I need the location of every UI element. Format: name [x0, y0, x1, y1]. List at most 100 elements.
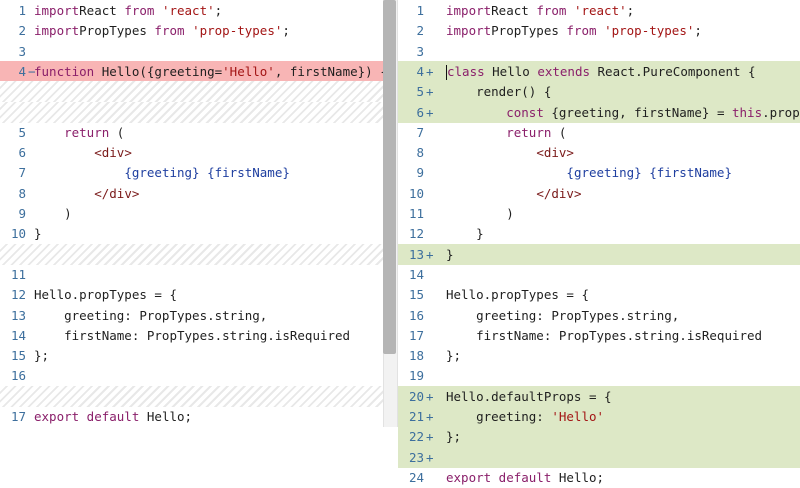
code-token: 'prop-types'	[604, 23, 695, 39]
code-line: 7 return (	[398, 122, 800, 143]
code-line: 14	[398, 264, 800, 285]
code-text: importReact from 'react';	[446, 0, 634, 21]
line-number: 22	[408, 429, 424, 445]
code-token	[446, 105, 506, 120]
code-text: render() {	[446, 81, 551, 102]
code-token: firstName: PropTypes.string.isRequired	[34, 327, 351, 343]
line-number: 16	[10, 368, 26, 384]
text-cursor	[446, 64, 447, 80]
line-number: 9	[18, 206, 26, 221]
code-text: greeting: PropTypes.string,	[34, 305, 267, 326]
code-line: 4+class Hello extends React.PureComponen…	[398, 60, 800, 82]
code-text: <div>	[34, 142, 132, 163]
line-number: 3	[18, 43, 26, 59]
line-number: 24	[408, 469, 424, 485]
code-token: render() {	[446, 84, 552, 100]
code-token: };	[446, 348, 462, 364]
line-number: 10	[10, 226, 26, 242]
code-token: greeting: PropTypes.string,	[34, 307, 268, 323]
code-text: greeting: PropTypes.string,	[446, 305, 679, 326]
code-text: class Hello extends React.PureComponent …	[446, 61, 756, 82]
code-token	[446, 145, 536, 160]
line-number: 18	[408, 348, 424, 364]
diff-placeholder-row	[0, 81, 383, 103]
line-number: 4	[18, 63, 26, 79]
code-text: }	[446, 244, 454, 265]
code-token: const	[506, 104, 552, 120]
code-line: 19	[398, 365, 800, 386]
line-number: 7	[18, 165, 26, 181]
line-number: 8	[18, 185, 26, 201]
code-token	[34, 186, 94, 201]
code-token: PropTypes	[491, 23, 567, 39]
line-number: 2	[416, 23, 424, 39]
code-line: 11	[0, 264, 383, 285]
code-token: import	[446, 3, 492, 18]
code-text: const {greeting, firstName} = this.props…	[446, 102, 800, 123]
line-number: 15	[408, 287, 424, 303]
line-number: 23	[408, 449, 424, 465]
code-token: PropTypes	[79, 23, 155, 39]
code-token: Hello.propTypes = {	[34, 287, 177, 303]
code-text: importPropTypes from 'prop-types';	[34, 20, 290, 41]
code-line: 15 Hello.propTypes = {	[398, 284, 800, 305]
code-token: import	[34, 23, 80, 39]
code-text: importPropTypes from 'prop-types';	[446, 20, 702, 41]
code-line: 8 <div>	[398, 142, 800, 163]
code-line: 6+ const {greeting, firstName} = this.pr…	[398, 101, 800, 123]
code-token: from	[154, 23, 193, 39]
code-token: };	[34, 348, 50, 364]
added-line-marker: +	[426, 84, 434, 100]
line-number: 8	[416, 145, 424, 161]
code-token: ;	[626, 3, 635, 18]
line-number: 19	[408, 368, 424, 384]
code-token: <div>	[94, 145, 132, 161]
code-line: 5+ render() {	[398, 81, 800, 103]
line-number: 11	[10, 266, 26, 282]
code-line: 21+ greeting: 'Hello'	[398, 406, 800, 427]
diff-placeholder-row	[0, 243, 383, 265]
code-token: 'prop-types'	[192, 23, 283, 39]
code-text: }	[446, 223, 484, 244]
code-token: ;	[214, 3, 223, 18]
code-token: extends	[537, 63, 598, 79]
vertical-scrollbar[interactable]	[383, 0, 396, 354]
code-token: 'Hello'	[222, 63, 275, 79]
code-line: 10 </div>	[398, 183, 800, 204]
line-number: 6	[416, 104, 424, 120]
line-number: 6	[18, 145, 26, 161]
line-number: 13	[408, 246, 424, 262]
code-token: from	[566, 23, 605, 39]
code-token: }	[446, 226, 484, 242]
code-line: 4−function Hello({greeting='Hello', firs…	[0, 60, 388, 82]
diff-placeholder-row	[0, 101, 383, 123]
line-number: 11	[408, 206, 424, 221]
code-token: </div>	[94, 185, 140, 201]
line-number: 7	[416, 124, 424, 140]
line-number: 15	[10, 348, 26, 364]
code-text: Hello.propTypes = {	[446, 284, 589, 305]
line-number: 1	[18, 3, 26, 18]
code-token: ;	[282, 23, 290, 39]
line-number: 1	[416, 3, 424, 18]
code-line: 13+}	[398, 243, 800, 265]
added-line-marker: +	[426, 409, 434, 424]
code-text: return (	[34, 122, 124, 143]
line-number: 9	[416, 165, 424, 181]
code-text: firstName: PropTypes.string.isRequired	[446, 325, 762, 346]
code-text: <div>	[446, 142, 574, 163]
code-token: from	[536, 3, 574, 18]
code-line: 5 return (	[0, 122, 383, 143]
code-text: Hello.defaultProps = {	[446, 386, 612, 407]
code-token: (	[109, 124, 125, 140]
added-line-marker: +	[426, 63, 434, 79]
code-line: 12 }	[398, 223, 800, 244]
code-line: 17 firstName: PropTypes.string.isRequire…	[398, 325, 800, 346]
line-number: 2	[18, 23, 26, 39]
code-text: greeting: 'Hello'	[446, 406, 604, 427]
line-number: 12	[10, 287, 26, 303]
code-line: 3	[0, 41, 383, 62]
